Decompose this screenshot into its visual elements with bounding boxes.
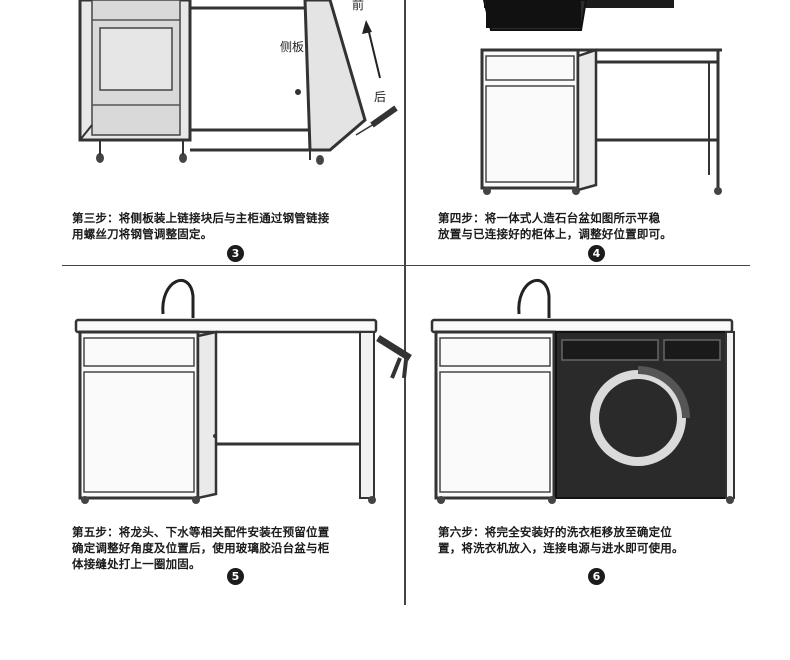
step-4-badge: 4 xyxy=(588,245,605,262)
step-6-caption: 第六步：将完全安装好的洗衣柜移放至确定位 置，将洗衣机放入，连接电源与进水即可使… xyxy=(438,524,783,556)
step-6-line-1: 第六步：将完全安装好的洗衣柜移放至确定位 xyxy=(438,524,783,540)
step-5-line-2: 确定调整好角度及位置后，使用玻璃胶沿台盆与柜 xyxy=(72,540,402,556)
step-6-badge: 6 xyxy=(588,568,605,585)
front-label: 前 xyxy=(352,0,364,13)
side-panel-label: 侧板 xyxy=(280,38,304,55)
step-5-line-1: 第五步：将龙头、下水等相关配件安装在预留位置 xyxy=(72,524,402,540)
step-4-panel: 第四步：将一体式人造石台盆如图所示平稳 放置与已连接好的柜体上，调整好位置即可。… xyxy=(406,0,790,265)
step-4-caption: 第四步：将一体式人造石台盆如图所示平稳 放置与已连接好的柜体上，调整好位置即可。 xyxy=(438,210,778,242)
step-5-badge: 5 xyxy=(227,568,244,585)
step-3-panel: 侧板 前 后 第三步：将侧板装上链接块后与主柜通过钢管链接 用螺丝刀将钢管调整固… xyxy=(0,0,404,265)
back-label: 后 xyxy=(374,88,386,105)
step-3-caption: 第三步：将侧板装上链接块后与主柜通过钢管链接 用螺丝刀将钢管调整固定。 xyxy=(72,210,402,242)
cabinet-frame-assembly-illustration xyxy=(0,0,404,200)
step-3-badge: 3 xyxy=(227,245,244,262)
step-6-panel: 第六步：将完全安装好的洗衣柜移放至确定位 置，将洗衣机放入，连接电源与进水即可使… xyxy=(406,266,790,605)
step-5-panel: 第五步：将龙头、下水等相关配件安装在预留位置 确定调整好角度及位置后，使用玻璃胶… xyxy=(0,266,404,605)
faucet-installation-illustration xyxy=(0,266,420,511)
step-4-line-2: 放置与已连接好的柜体上，调整好位置即可。 xyxy=(438,226,778,242)
step-4-line-1: 第四步：将一体式人造石台盆如图所示平稳 xyxy=(438,210,778,226)
step-6-line-2: 置，将洗衣机放入，连接电源与进水即可使用。 xyxy=(438,540,783,556)
washing-machine-placement-illustration xyxy=(406,266,790,511)
step-3-line-1: 第三步：将侧板装上链接块后与主柜通过钢管链接 xyxy=(72,210,402,226)
step-5-caption: 第五步：将龙头、下水等相关配件安装在预留位置 确定调整好角度及位置后，使用玻璃胶… xyxy=(72,524,402,572)
countertop-placement-illustration xyxy=(406,0,790,200)
step-3-line-2: 用螺丝刀将钢管调整固定。 xyxy=(72,226,402,242)
